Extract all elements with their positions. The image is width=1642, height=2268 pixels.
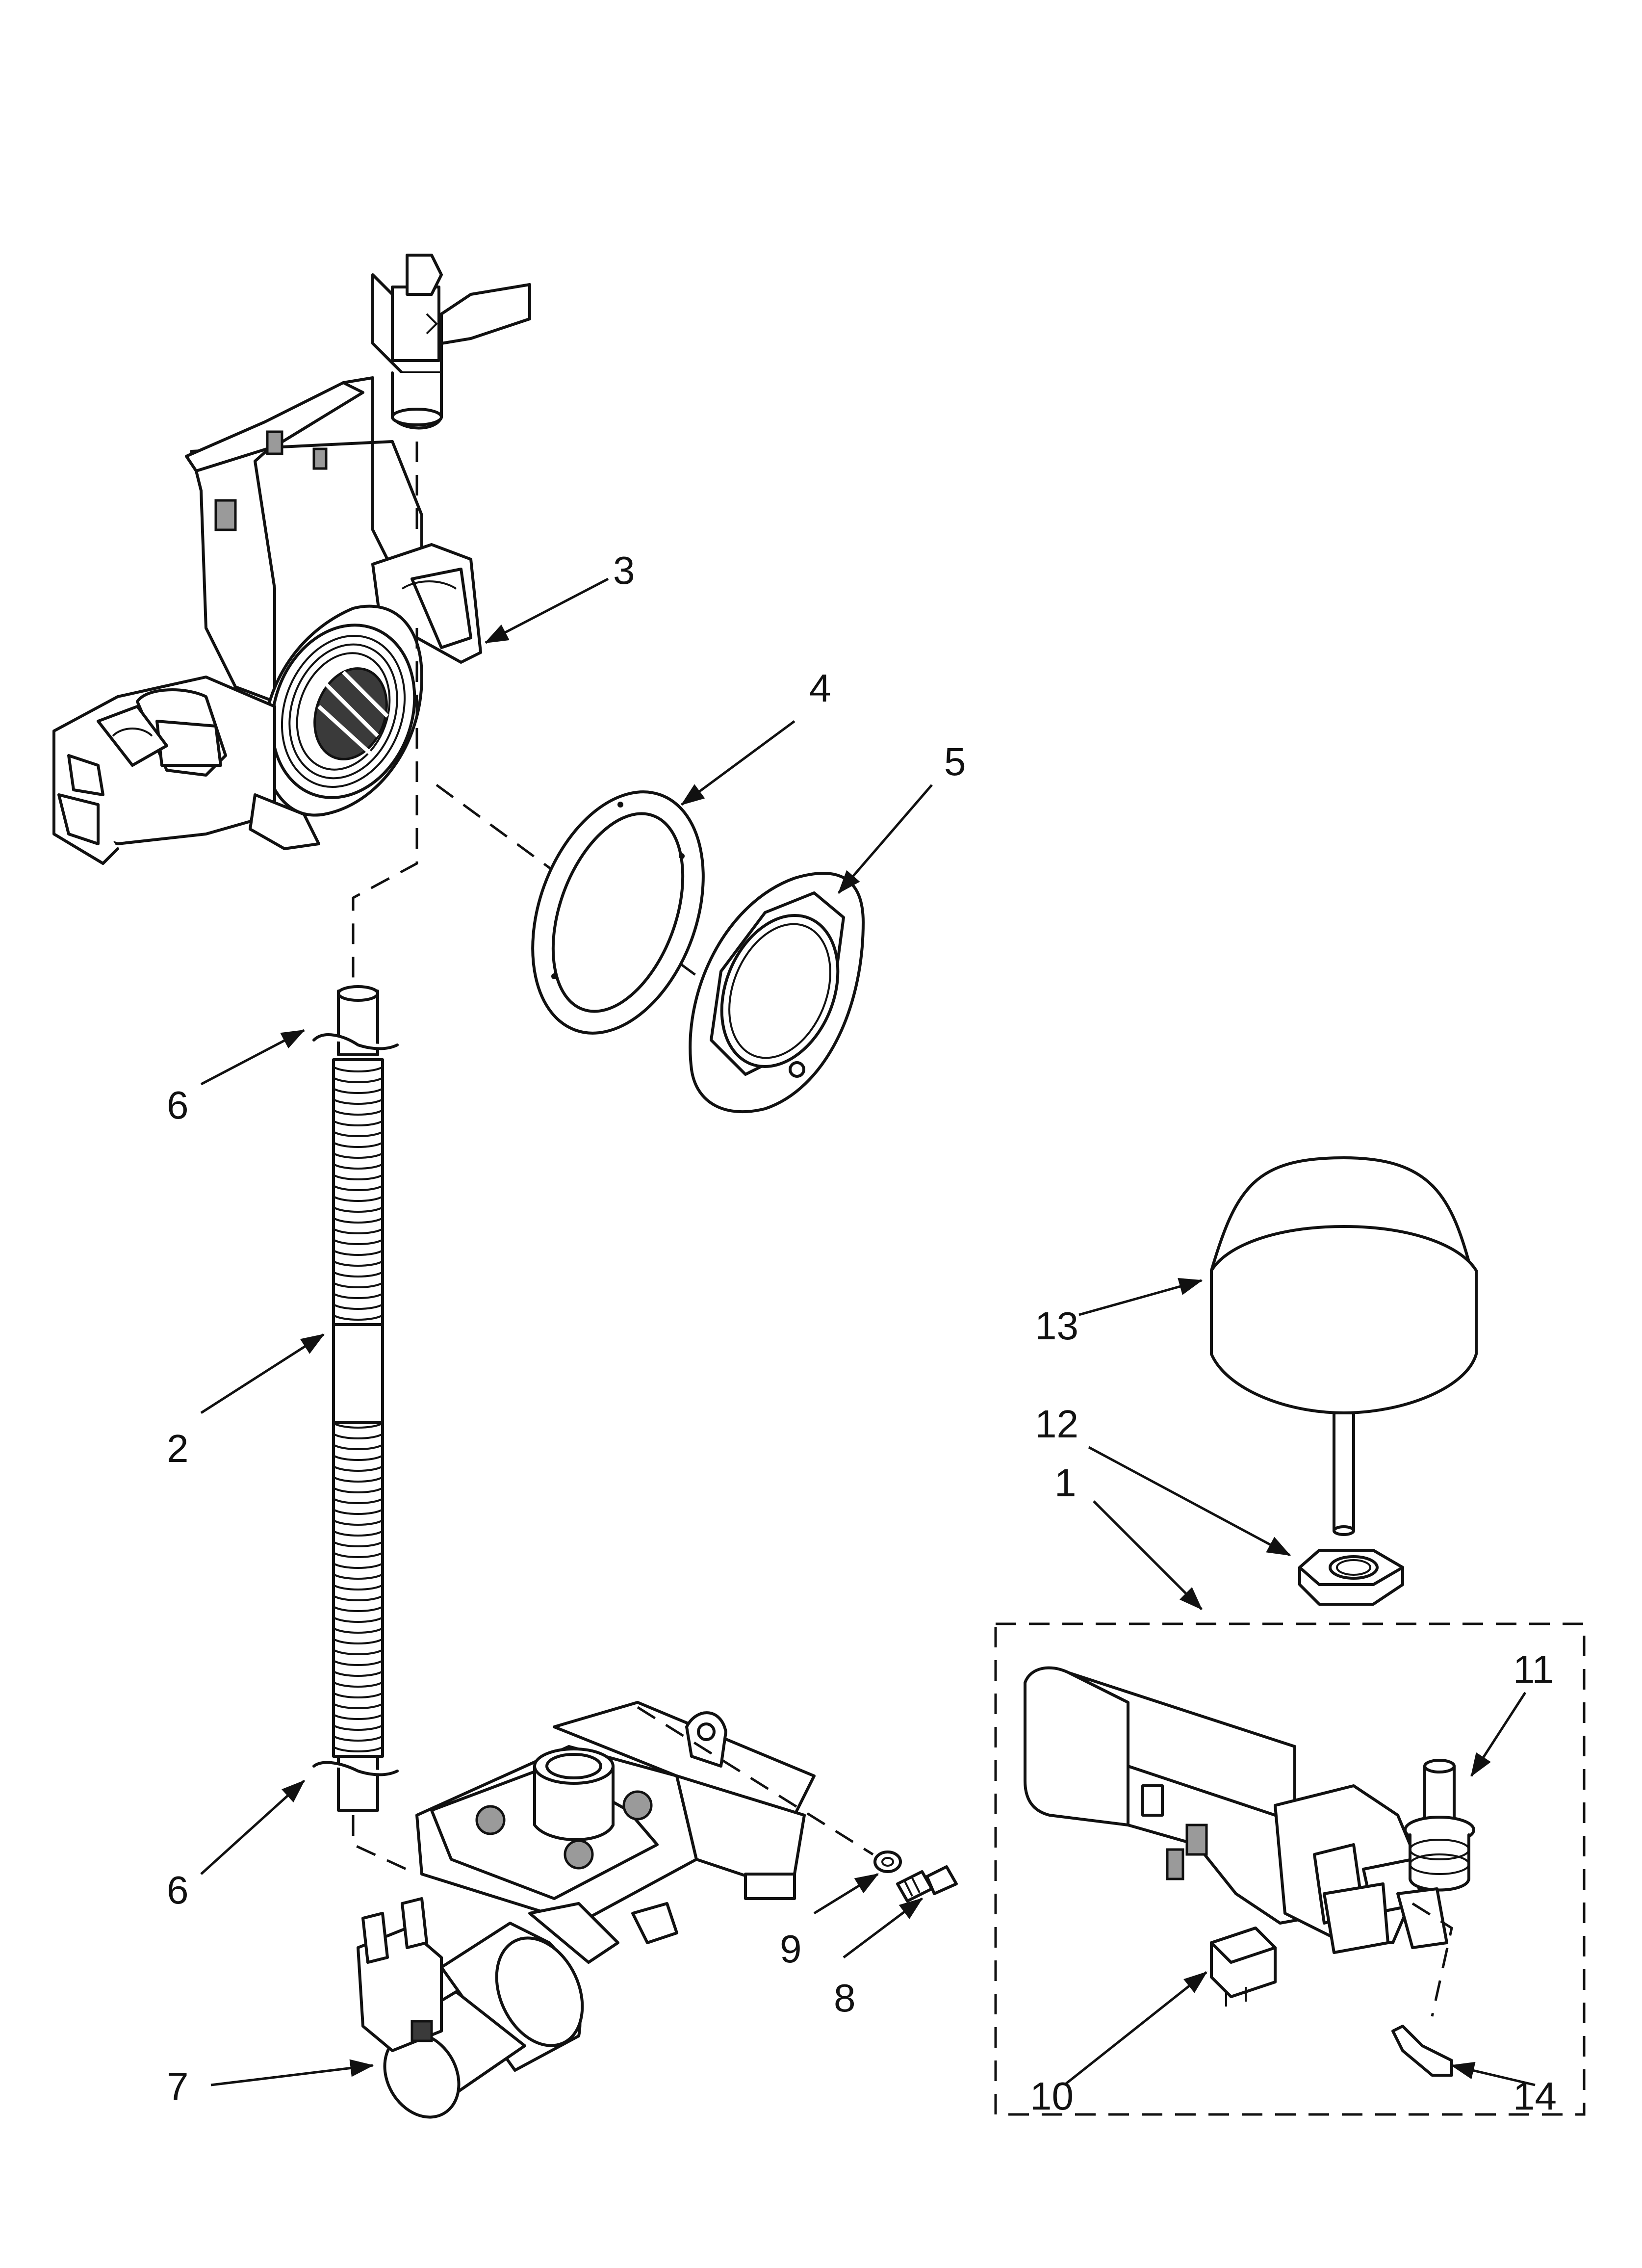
hose-rib bbox=[333, 1455, 384, 1461]
hose-rib bbox=[333, 1228, 384, 1234]
hose-rib bbox=[333, 1509, 384, 1515]
hose-rib bbox=[333, 1282, 384, 1288]
hose-rib bbox=[333, 1746, 384, 1752]
part-4-gasket bbox=[531, 790, 705, 1035]
part-3-housing-bracket bbox=[52, 254, 531, 865]
hose-rib bbox=[333, 1530, 384, 1537]
part-1-float-switch-assembly bbox=[1024, 1666, 1475, 2077]
hose-rib bbox=[333, 1109, 384, 1116]
hose-rib bbox=[333, 1627, 384, 1634]
part-13-float bbox=[1210, 1156, 1478, 1536]
callout-7: 7 bbox=[167, 2064, 189, 2108]
hose-rib bbox=[333, 1649, 384, 1655]
part-14-lever bbox=[1391, 2025, 1453, 2077]
hose-rib bbox=[333, 1563, 384, 1569]
part-8-screw bbox=[896, 1865, 958, 1903]
hose-rib bbox=[333, 1519, 384, 1526]
callout-13: 13 bbox=[1035, 1304, 1078, 1348]
hose-rib bbox=[333, 1616, 384, 1623]
hose-rib bbox=[333, 1077, 384, 1083]
callout-5: 5 bbox=[944, 740, 966, 783]
hose-rib bbox=[333, 1606, 384, 1612]
hose-rib bbox=[333, 1584, 384, 1590]
hose-rib bbox=[333, 1660, 384, 1666]
hose-rib bbox=[333, 1595, 384, 1601]
hose-rib bbox=[333, 1293, 384, 1299]
leader-lines bbox=[200, 577, 1536, 2086]
hose-rib bbox=[333, 1185, 384, 1191]
hose-rib bbox=[333, 1120, 384, 1126]
hose-rib bbox=[333, 1681, 384, 1688]
hose-rib bbox=[333, 1724, 384, 1731]
callout-3: 3 bbox=[613, 548, 635, 592]
part-9-washer bbox=[873, 1851, 902, 1873]
hose-rib bbox=[333, 1498, 384, 1504]
hose-rib bbox=[333, 1163, 384, 1170]
hose-rib bbox=[333, 1250, 384, 1256]
hose-rib bbox=[333, 1152, 384, 1159]
hose-rib bbox=[333, 1217, 384, 1224]
hose-rib bbox=[333, 1541, 384, 1547]
hose-rib bbox=[333, 1714, 384, 1720]
hose-rib bbox=[333, 1271, 384, 1277]
hose-rib bbox=[333, 1174, 384, 1180]
hose-rib bbox=[333, 1066, 384, 1072]
hose-rib bbox=[333, 1465, 384, 1472]
part-11-grommet bbox=[1404, 1759, 1475, 1892]
hose-rib bbox=[333, 1444, 384, 1450]
hose-rib bbox=[333, 1303, 384, 1310]
callout-9: 9 bbox=[780, 1927, 802, 1971]
hose-rib bbox=[333, 1692, 384, 1698]
hose-rib bbox=[333, 1260, 384, 1267]
callout-11: 11 bbox=[1513, 1647, 1554, 1691]
callout-14: 14 bbox=[1513, 2074, 1557, 2118]
part-12-hex-nut bbox=[1298, 1549, 1404, 1606]
part-7-water-valve bbox=[357, 1701, 816, 2119]
hose-rib bbox=[333, 1088, 384, 1094]
part-5-nut bbox=[689, 872, 865, 1114]
callout-12: 12 bbox=[1035, 1402, 1078, 1446]
callout-8: 8 bbox=[834, 1976, 856, 2020]
hose-rib bbox=[333, 1098, 384, 1105]
callout-4: 4 bbox=[809, 666, 831, 710]
hose-rib bbox=[333, 1476, 384, 1483]
hose-rib bbox=[333, 1670, 384, 1677]
callout-6-top: 6 bbox=[167, 1083, 189, 1127]
hose-rib bbox=[333, 1552, 384, 1558]
hose-rib bbox=[333, 1433, 384, 1439]
hose-rib bbox=[333, 1314, 384, 1321]
hose-rib bbox=[333, 1239, 384, 1245]
hose-rib bbox=[333, 1422, 384, 1429]
hose-rib bbox=[333, 1735, 384, 1742]
callout-6-bottom: 6 bbox=[167, 1868, 189, 1912]
hose-rib bbox=[333, 1573, 384, 1580]
part-2-hose bbox=[312, 985, 399, 1812]
hose-rib bbox=[333, 1142, 384, 1148]
hose-rib bbox=[333, 1487, 384, 1493]
hose-rib bbox=[333, 1131, 384, 1137]
callout-10: 10 bbox=[1030, 2074, 1074, 2118]
callout-labels: 3 4 5 6 2 6 7 9 8 13 12 1 11 10 14 bbox=[167, 548, 1557, 2118]
hose-rib bbox=[333, 1703, 384, 1709]
callout-1: 1 bbox=[1054, 1461, 1077, 1505]
hose-rib bbox=[333, 1206, 384, 1213]
hose-rib bbox=[333, 1196, 384, 1202]
part-1-assembly-box bbox=[994, 1622, 1586, 2116]
hose-rib bbox=[333, 1638, 384, 1644]
callout-2: 2 bbox=[167, 1427, 189, 1470]
